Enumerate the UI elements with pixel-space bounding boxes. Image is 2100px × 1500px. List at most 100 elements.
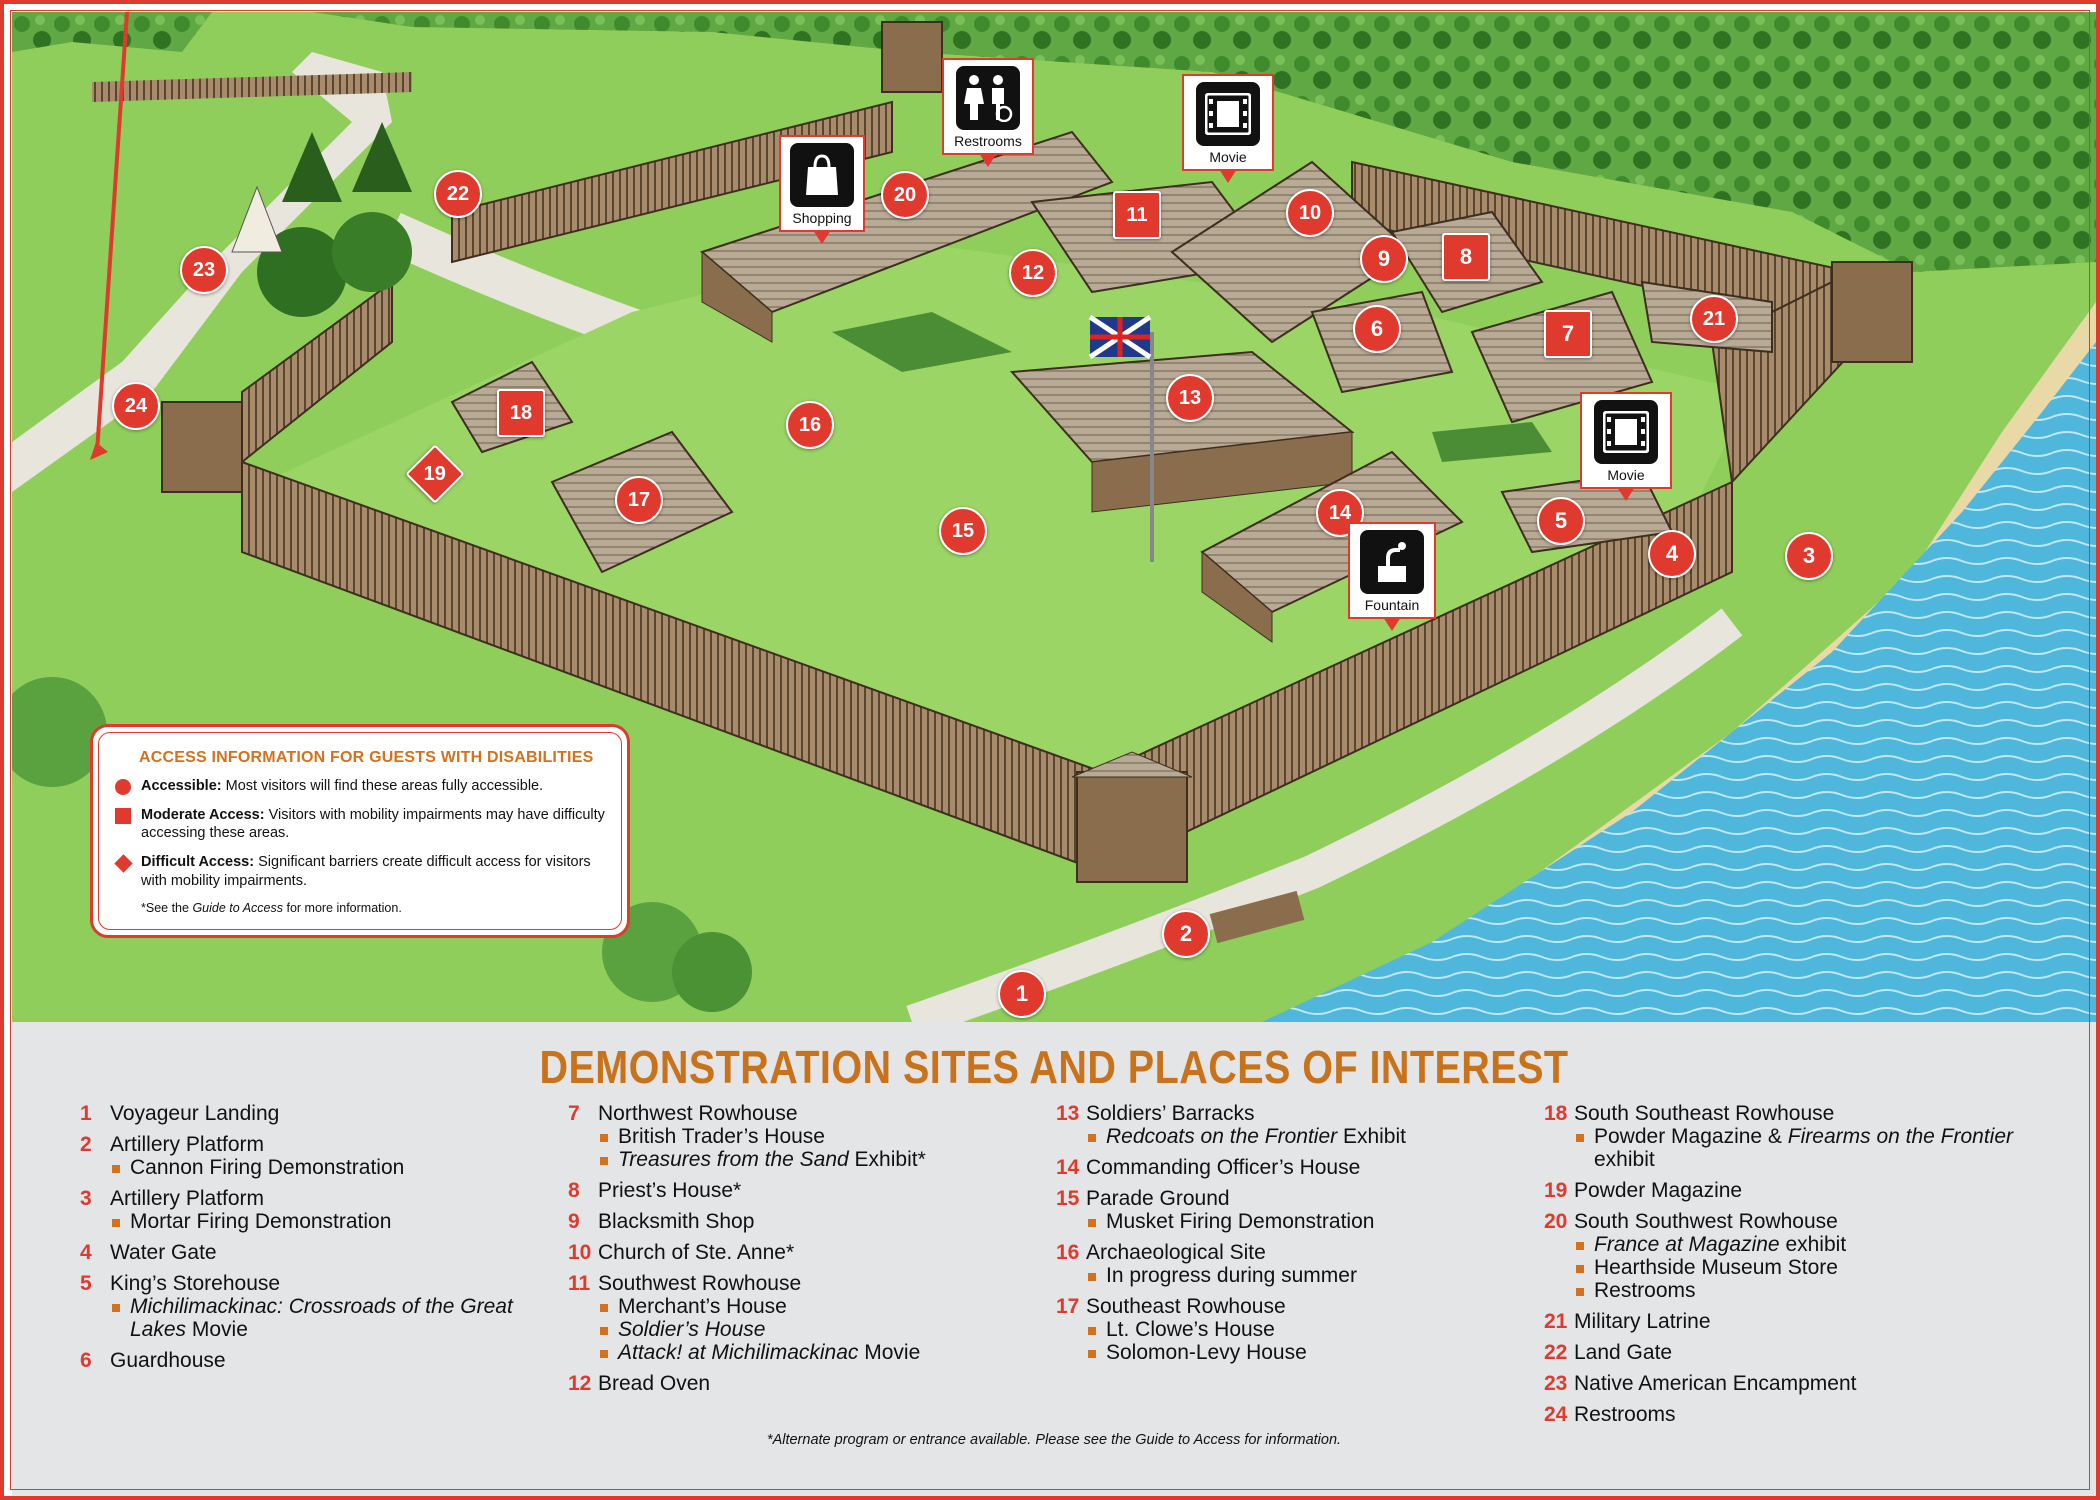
site-marker-4[interactable]: 4	[1648, 530, 1696, 578]
site-name: Guardhouse	[110, 1349, 226, 1372]
site-name: Blacksmith Shop	[598, 1210, 755, 1233]
site-name: Northwest Rowhouse	[598, 1102, 798, 1125]
shopping-sign[interactable]: Shopping	[779, 135, 865, 244]
site-number: 10	[568, 1241, 592, 1264]
site-number: 11	[568, 1272, 591, 1295]
sub-italic: France at Magazine	[1594, 1233, 1780, 1256]
site-sub-item: Mortar Firing Demonstration	[110, 1210, 550, 1233]
site-name: Southeast Rowhouse	[1086, 1295, 1286, 1318]
site-item[interactable]: 22 Land Gate	[1544, 1341, 2014, 1364]
restrooms-sign[interactable]: Restrooms	[942, 58, 1034, 167]
site-number: 12	[568, 1372, 592, 1395]
access-accessible: Accessible: Most visitors will find thes…	[115, 777, 607, 795]
site-marker-7[interactable]: 7	[1544, 310, 1592, 358]
site-marker-15[interactable]: 15	[939, 507, 987, 555]
site-name: Soldiers’ Barracks	[1086, 1102, 1255, 1125]
site-marker-10[interactable]: 10	[1286, 189, 1334, 237]
access-moderate: Moderate Access: Visitors with mobility …	[115, 806, 607, 842]
site-sub-item: Treasures from the Sand Exhibit*	[598, 1148, 1038, 1171]
site-sub-item: Redcoats on the Frontier Exhibit	[1086, 1125, 1526, 1148]
site-sub-item: Powder Magazine & Firearms on the Fronti…	[1574, 1125, 2014, 1171]
site-marker-18[interactable]: 18	[497, 389, 545, 437]
sub-text: Exhibit*	[848, 1148, 926, 1171]
difficult-text: Significant barriers create difficult ac…	[141, 854, 591, 889]
restroom-icon	[956, 66, 1020, 130]
legend-panel: DEMONSTRATION SITES AND PLACES OF INTERE…	[12, 1022, 2096, 1496]
site-marker-21[interactable]: 21	[1690, 295, 1738, 343]
site-name: Water Gate	[110, 1241, 217, 1264]
site-name: South Southwest Rowhouse	[1574, 1210, 1838, 1233]
site-marker-22[interactable]: 22	[434, 170, 482, 218]
site-marker-8[interactable]: 8	[1442, 233, 1490, 281]
site-sub-item: Cannon Firing Demonstration	[110, 1156, 550, 1179]
site-marker-20[interactable]: 20	[881, 171, 929, 219]
site-number: 8	[568, 1179, 580, 1202]
site-number: 21	[1544, 1310, 1568, 1333]
site-number: 16	[1056, 1241, 1080, 1264]
site-number: 15	[1056, 1187, 1080, 1210]
access-note: *See the Guide to Access for more inform…	[115, 901, 607, 915]
sub-text: Exhibit	[1337, 1125, 1406, 1148]
access-info-box: ACCESS INFORMATION FOR GUESTS WITH DISAB…	[90, 724, 630, 938]
film-icon	[1196, 82, 1260, 146]
site-marker-1[interactable]: 1	[998, 970, 1046, 1018]
site-marker-6[interactable]: 6	[1353, 305, 1401, 353]
site-name: King’s Storehouse	[110, 1272, 281, 1295]
site-name: Parade Ground	[1086, 1187, 1230, 1210]
site-marker-17[interactable]: 17	[615, 476, 663, 524]
site-sub-item: Restrooms	[1574, 1279, 2014, 1302]
diamond-symbol-icon	[114, 854, 133, 874]
site-marker-9[interactable]: 9	[1360, 235, 1408, 283]
fort-illustration	[12, 12, 2096, 1022]
site-marker-16[interactable]: 16	[786, 401, 834, 449]
legend-title: DEMONSTRATION SITES AND PLACES OF INTERE…	[539, 1041, 1569, 1093]
moderate-label: Moderate Access:	[141, 807, 265, 824]
site-marker-2[interactable]: 2	[1162, 910, 1210, 958]
site-marker-24[interactable]: 24	[112, 382, 160, 430]
site-name: Land Gate	[1574, 1341, 1673, 1364]
site-marker-3[interactable]: 3	[1785, 532, 1833, 580]
circle-symbol-icon	[115, 779, 131, 795]
sub-italic: Redcoats on the Frontier	[1106, 1125, 1338, 1148]
fountain-sign[interactable]: Fountain	[1348, 522, 1436, 631]
site-marker-11[interactable]: 11	[1113, 191, 1161, 239]
site-marker-13[interactable]: 13	[1166, 374, 1214, 422]
sub-text: Powder Magazine &	[1594, 1125, 1788, 1148]
site-marker-12[interactable]: 12	[1009, 249, 1057, 297]
sub-italic: Attack! at Michilimackinac	[618, 1341, 859, 1364]
site-marker-23[interactable]: 23	[180, 246, 228, 294]
movie-sign-top[interactable]: Movie	[1182, 74, 1274, 183]
movie-sign-right[interactable]: Movie	[1580, 392, 1672, 501]
site-name: Native American Encampment	[1574, 1372, 1857, 1395]
site-number: 19	[1544, 1179, 1568, 1202]
site-number: 3	[80, 1187, 92, 1210]
site-number: 22	[1544, 1341, 1568, 1364]
site-marker-5[interactable]: 5	[1537, 497, 1585, 545]
